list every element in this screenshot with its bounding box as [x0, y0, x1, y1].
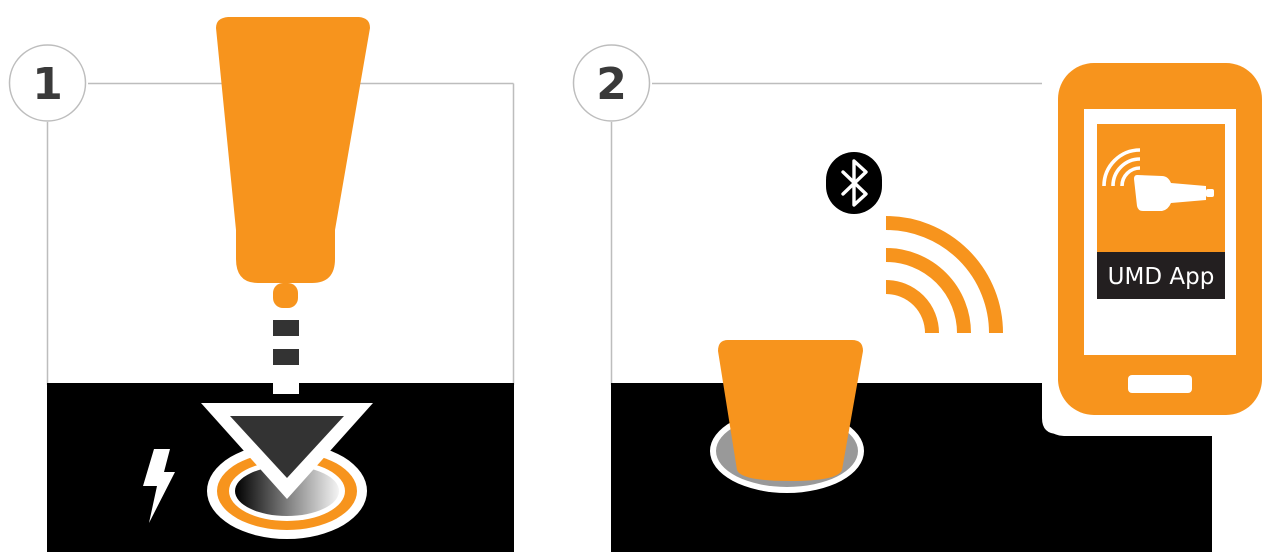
bluetooth-icon [826, 152, 882, 214]
step-1-number: 1 [32, 59, 63, 110]
app-label: UMD App [1108, 264, 1215, 290]
step-1-panel: 1 [10, 17, 515, 552]
step-1-badge: 1 [10, 45, 86, 121]
wireless-signal-icon [886, 223, 996, 333]
step-2-panel: 2 [574, 45, 1262, 552]
smartphone-icon: UMD App [1042, 55, 1262, 436]
step-2-number: 2 [596, 59, 627, 110]
insert-arrow-icon [201, 320, 373, 539]
step-2-badge: 2 [574, 45, 650, 121]
plugged-charger-icon [710, 340, 864, 493]
charger-icon [216, 17, 370, 308]
home-button [1128, 375, 1192, 393]
